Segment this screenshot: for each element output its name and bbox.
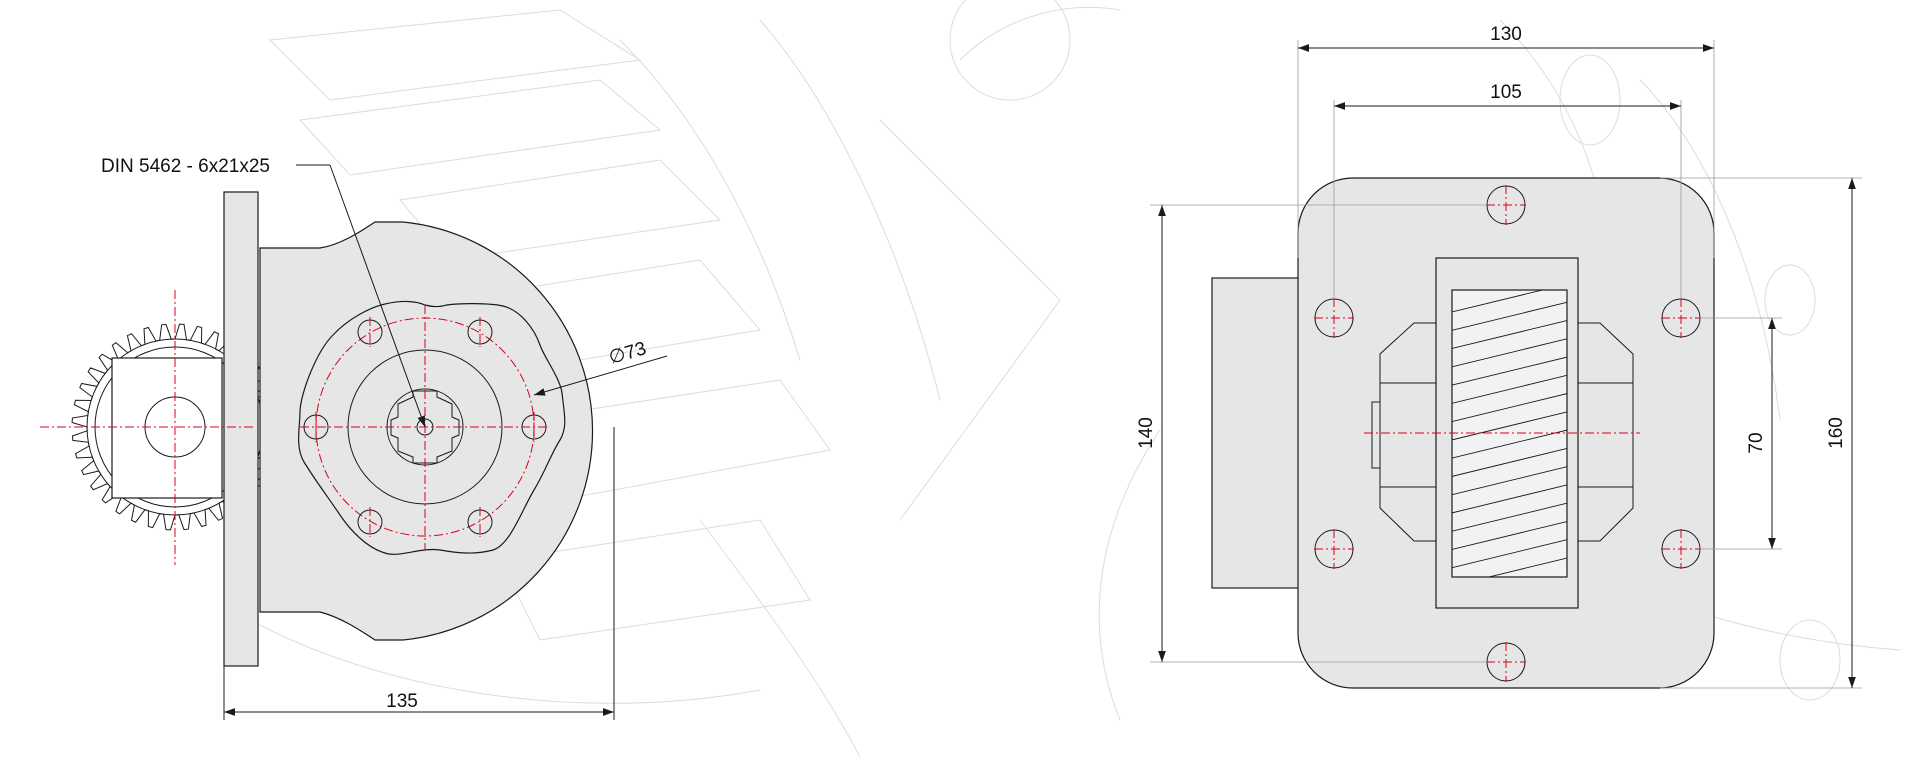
helix-line xyxy=(1452,484,1567,514)
helix-line xyxy=(1452,521,1567,550)
shaft-stub xyxy=(1371,401,1381,469)
helix-line xyxy=(1452,290,1545,313)
pitch-diameter-leader xyxy=(533,355,668,396)
outer-width-label: 130 xyxy=(1490,24,1522,45)
bolt-spacing-x-label: 105 xyxy=(1490,82,1522,103)
width-dimension-label: 135 xyxy=(386,691,418,712)
helix-line xyxy=(1487,557,1567,577)
gear-hub xyxy=(111,357,223,499)
bolt-spacing-y-label: 140 xyxy=(1136,417,1157,449)
pitch-diameter-label: ∅73 xyxy=(607,338,649,369)
gear-housing-right xyxy=(1578,322,1634,542)
helix-line xyxy=(1452,466,1567,496)
side-view: DIN 5462 - 6x21x25 ∅73 135 xyxy=(40,156,668,720)
spline-leader-line xyxy=(329,164,426,428)
helix-line xyxy=(1452,539,1567,569)
mounting-flange xyxy=(223,191,259,667)
bolt-centerlines xyxy=(1314,185,1701,682)
front-view: 130 105 140 70 160 xyxy=(1136,24,1862,689)
spline-callout-label: DIN 5462 - 6x21x25 xyxy=(101,156,270,177)
helix-lines xyxy=(1452,290,1567,577)
helix-line xyxy=(1452,338,1567,368)
helix-line xyxy=(1452,502,1567,532)
outer-height-label: 160 xyxy=(1826,417,1847,449)
inner-spacing-label: 70 xyxy=(1746,432,1767,453)
helix-line xyxy=(1452,374,1567,404)
spline-profile xyxy=(390,390,460,464)
helix-line xyxy=(1452,429,1567,459)
helix-line xyxy=(1452,447,1567,477)
helix-line xyxy=(1452,393,1567,423)
helix-line xyxy=(1452,411,1567,441)
lobed-flange xyxy=(298,300,566,555)
helix-line xyxy=(1452,320,1567,349)
helix-line xyxy=(1452,356,1567,386)
helix-line xyxy=(1452,301,1567,331)
side-boss xyxy=(1211,277,1303,589)
